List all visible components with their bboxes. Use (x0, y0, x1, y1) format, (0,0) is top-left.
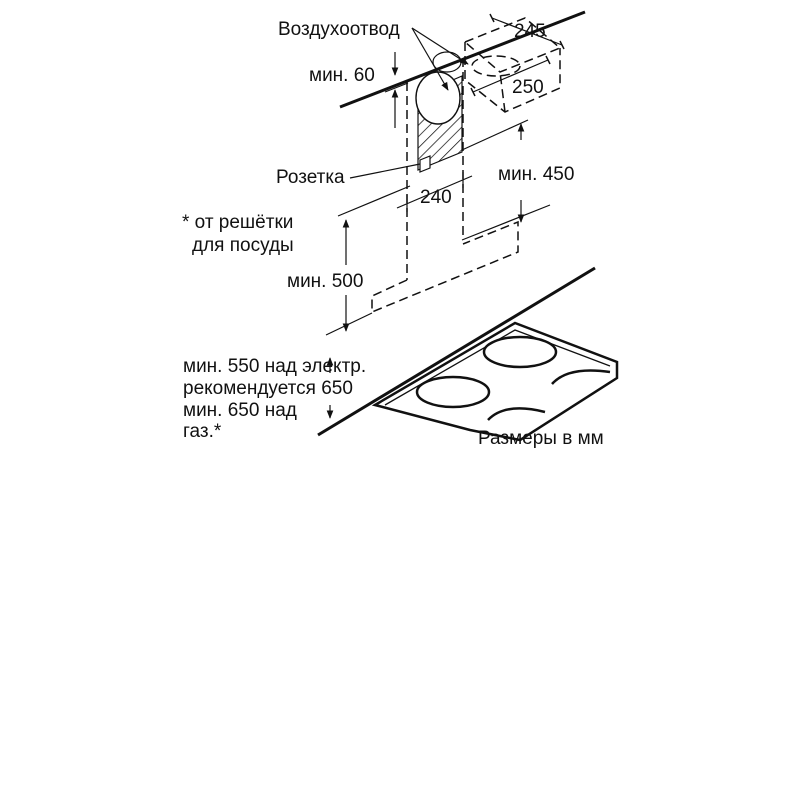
label-air-outlet: Воздухоотвод (278, 19, 400, 40)
label-elec-1: мин. 550 над электр. (183, 356, 366, 377)
cooktop (371, 321, 619, 442)
dim-min500-lines (325, 185, 411, 336)
label-min500: мин. 500 (287, 271, 363, 292)
label-dim-240: 240 (420, 187, 452, 208)
label-min450: мин. 450 (498, 164, 574, 185)
label-gas-2: газ.* (183, 421, 222, 442)
air-outlet-pointers (411, 27, 469, 91)
label-dim-250: 250 (512, 77, 544, 98)
label-units: Размеры в мм (478, 428, 604, 449)
label-gas-1: мин. 650 над (183, 400, 297, 421)
dim-min450-lines (461, 119, 551, 241)
label-socket: Розетка (276, 167, 345, 188)
label-grid-note-1: * от решётки (182, 212, 293, 233)
worktop-line (317, 266, 596, 437)
dim-240-lines (396, 172, 473, 212)
dim-min60-lines (384, 52, 409, 128)
socket-symbol (349, 155, 431, 179)
dim-245-lines (489, 13, 565, 50)
air-duct-outline (463, 17, 562, 113)
label-min60: мин. 60 (309, 65, 375, 86)
label-elec-2: рекомендуется 650 (183, 378, 353, 399)
label-dim-245: 245 (514, 21, 546, 42)
hatched-zone (415, 51, 463, 171)
dim-250-lines (470, 55, 551, 97)
label-grid-note-2: для посуды (192, 235, 294, 256)
